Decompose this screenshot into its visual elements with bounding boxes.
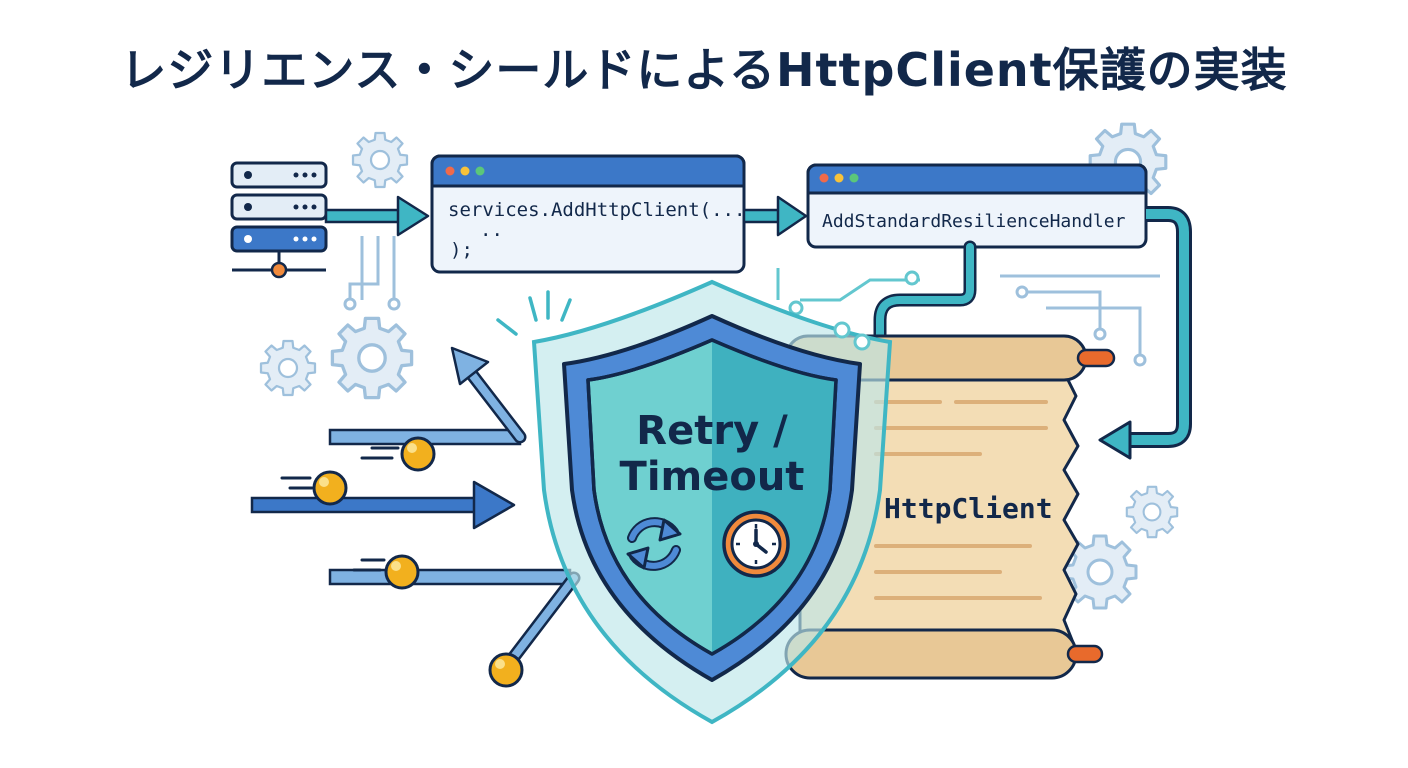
gear-icon	[330, 316, 414, 400]
request-packet	[400, 436, 436, 472]
code-line: );	[450, 239, 473, 261]
flow-arrow	[742, 195, 808, 237]
window-minimize-icon	[460, 166, 470, 176]
flow-arrow	[324, 195, 430, 237]
gear-icon	[351, 131, 409, 189]
request-packet	[488, 652, 524, 688]
sparkle-rays	[496, 290, 572, 336]
code-window-services: services.AddHttpClient(... .. );	[430, 154, 746, 274]
code-window-resilience: AddStandardResilienceHandler	[806, 163, 1148, 249]
window-minimize-icon	[834, 173, 844, 183]
window-close-icon	[445, 166, 455, 176]
page-title: レジリエンス・シールドによるHttpClient保護の実装	[120, 43, 1288, 97]
resilience-shield: Retry / Timeout	[531, 279, 893, 725]
request-packet	[312, 470, 348, 506]
request-packet	[384, 554, 420, 590]
circuit-traces	[343, 236, 1160, 367]
window-close-icon	[819, 173, 829, 183]
connector-node	[833, 321, 871, 351]
gear-icon	[259, 339, 317, 397]
server-icon	[230, 161, 328, 279]
clock-icon	[722, 510, 790, 578]
scroll-label: HttpClient	[884, 492, 1053, 525]
code-line: ..	[480, 219, 503, 241]
request-arrows	[250, 346, 581, 669]
connector-pipe	[873, 240, 977, 347]
return-arrow	[1098, 206, 1192, 460]
shield-label-line1: Retry /	[636, 408, 788, 454]
code-line: services.AddHttpClient(...	[448, 199, 745, 221]
gear-icon	[1125, 485, 1179, 539]
refresh-icon	[626, 517, 682, 571]
shield-label-line2: Timeout	[620, 454, 805, 500]
window-maximize-icon	[849, 173, 859, 183]
code-line: AddStandardResilienceHandler	[822, 211, 1126, 232]
window-maximize-icon	[475, 166, 485, 176]
